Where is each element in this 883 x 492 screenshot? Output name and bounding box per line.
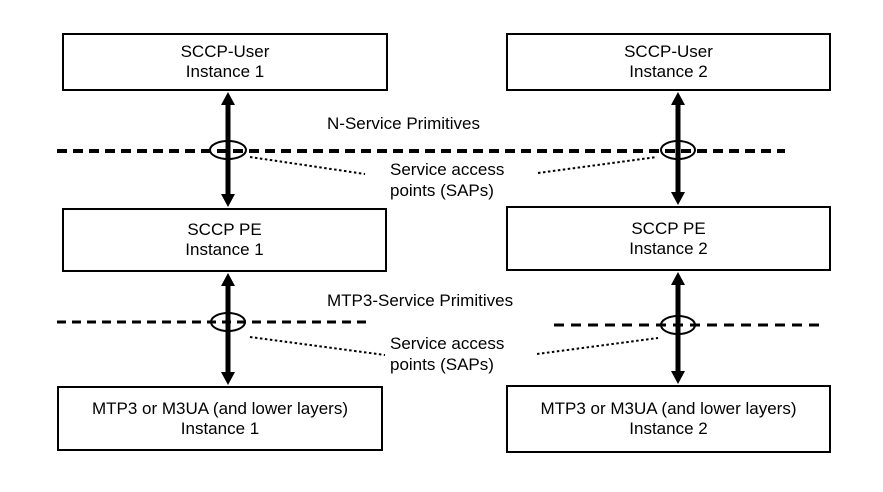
sap-top-leader-right bbox=[537, 156, 658, 174]
box-mtp3-m3ua-instance-2: MTP3 or M3UA (and lower layers) Instance… bbox=[506, 385, 831, 453]
label-mtp3-service-primitives: MTP3-Service Primitives bbox=[327, 291, 514, 310]
label-line: Service access bbox=[390, 334, 505, 353]
sap-ellipse-n-service-1 bbox=[209, 140, 247, 160]
label-line: points (SAPs) bbox=[390, 181, 494, 200]
box-mtp3-m3ua-instance-1: MTP3 or M3UA (and lower layers) Instance… bbox=[57, 386, 383, 451]
box-sccp-user-instance-1: SCCP-User Instance 1 bbox=[62, 33, 388, 91]
label-service-access-points-top: Service access points (SAPs) bbox=[390, 159, 504, 201]
sap-ellipse-mtp3-2 bbox=[660, 315, 696, 335]
box-title: SCCP PE bbox=[187, 220, 262, 239]
box-title: SCCP-User bbox=[180, 42, 270, 61]
sap-bottom-leader-left bbox=[249, 336, 386, 356]
box-title: SCCP PE bbox=[631, 218, 706, 238]
label-n-service-primitives: N-Service Primitives bbox=[327, 114, 481, 133]
label-line: points (SAPs) bbox=[390, 355, 494, 374]
label-line: Service access bbox=[390, 160, 505, 179]
box-subtitle: Instance 2 bbox=[629, 238, 708, 258]
arrow-sccp-user-2-to-sccp-pe-2 bbox=[671, 92, 685, 205]
box-title: SCCP-User bbox=[624, 42, 713, 61]
box-subtitle: Instance 1 bbox=[185, 62, 265, 81]
arrow-sccp-pe-1-to-mtp3-1 bbox=[221, 273, 235, 385]
box-sccp-pe-instance-1: SCCP PE Instance 1 bbox=[62, 208, 387, 272]
box-title: MTP3 or M3UA (and lower layers) bbox=[540, 399, 797, 418]
sap-ellipse-n-service-2 bbox=[660, 140, 696, 160]
box-subtitle: Instance 1 bbox=[180, 418, 260, 438]
box-sccp-pe-instance-2: SCCP PE Instance 2 bbox=[506, 206, 831, 271]
arrow-sccp-user-1-to-sccp-pe-1 bbox=[221, 92, 235, 207]
sap-top-leader-left bbox=[249, 156, 366, 175]
box-sccp-user-instance-2: SCCP-User Instance 2 bbox=[506, 33, 831, 91]
sap-ellipse-mtp3-1 bbox=[210, 312, 246, 332]
arrow-sccp-pe-2-to-mtp3-2 bbox=[671, 272, 685, 384]
box-subtitle: Instance 1 bbox=[185, 240, 264, 259]
label-service-access-points-bottom: Service access points (SAPs) bbox=[390, 333, 504, 375]
box-subtitle: Instance 2 bbox=[629, 62, 708, 81]
box-title: MTP3 or M3UA (and lower layers) bbox=[91, 398, 349, 418]
box-subtitle: Instance 2 bbox=[629, 419, 708, 438]
sap-bottom-leader-right bbox=[536, 337, 659, 355]
